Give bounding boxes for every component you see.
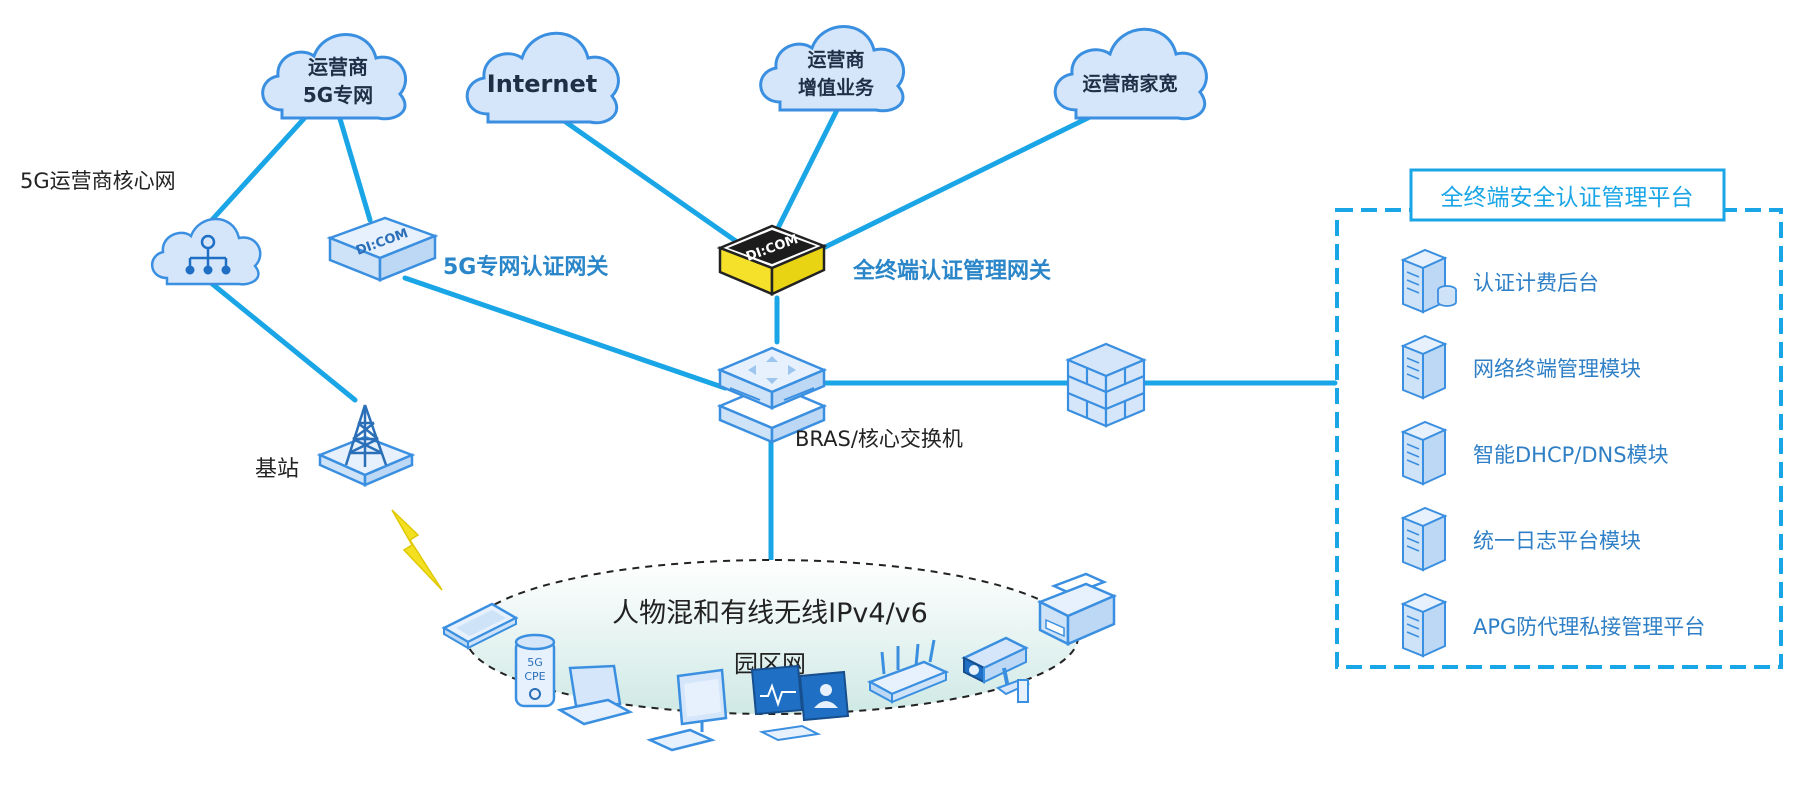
platform-item-label: 统一日志平台模块 [1473, 529, 1641, 553]
cpe-label-line1: 5G [527, 656, 543, 669]
cloud-home-broadband-label: 运营商家宽 [1082, 72, 1177, 95]
monitoring-workstation-icon [750, 664, 850, 742]
gateway-all-terminal-device: DI:COM [716, 224, 828, 296]
server-icon [1400, 592, 1448, 658]
cloud-carrier-5g-line2: 5G专网 [303, 83, 373, 107]
cloud-value-added-line2: 增值业务 [798, 76, 875, 99]
cloud-internet: Internet [465, 31, 620, 125]
security-camera-icon [961, 636, 1031, 703]
platform-title-box [1409, 168, 1726, 222]
cloud-carrier-5g: 运营商 5G专网 [261, 33, 407, 121]
platform-item-label: 网络终端管理模块 [1473, 357, 1641, 381]
platform-item: APG防代理私接管理平台 [1400, 592, 1705, 658]
lightning-icon [391, 509, 443, 591]
link-internet-gateway [557, 115, 763, 261]
gateway-5g-device: DI:COM [326, 216, 439, 282]
firewall-icon [1065, 342, 1147, 428]
cloud-value-added-line1: 运营商 [807, 48, 864, 71]
cloud-internet-label: Internet [487, 70, 597, 98]
base-station-icon [316, 404, 416, 487]
server-icon [1400, 506, 1448, 572]
core-network-label: 5G运营商核心网 [20, 169, 176, 193]
platform-item: 统一日志平台模块 [1400, 506, 1641, 572]
server-icon [1400, 420, 1448, 486]
gateway-all-label: 全终端认证管理网关 [852, 258, 1051, 284]
server-icon [1400, 248, 1457, 314]
platform-item: 网络终端管理模块 [1400, 334, 1641, 400]
bras-label: BRAS/核心交换机 [795, 427, 963, 451]
laptop-icon [556, 664, 634, 726]
platform-item: 认证计费后台 [1400, 248, 1599, 314]
tablet-icon [441, 602, 519, 650]
core-network-cloud-icon [151, 217, 262, 286]
cloud-home-broadband: 运营商家宽 [1053, 27, 1208, 121]
platform-item-label: APG防代理私接管理平台 [1473, 615, 1705, 639]
cloud-value-added: 运营商 增值业务 [759, 25, 905, 113]
bras-core-switch [716, 346, 828, 444]
platform-title: 全终端安全认证管理平台 [1441, 185, 1694, 211]
platform-item-label: 认证计费后台 [1473, 271, 1599, 295]
gateway-5g-label: 5G专网认证网关 [443, 254, 608, 280]
link-5g-cloud-gateway [335, 109, 373, 223]
link-core-cloud-5g [207, 109, 313, 225]
cpe-label-line2: CPE [524, 670, 545, 683]
desktop-pc-icon [646, 668, 728, 752]
link-valueadded-gateway [775, 105, 841, 231]
campus-label-line1: 人物混和有线无线IPv4/v6 [612, 598, 928, 629]
base-station-label: 基站 [255, 457, 299, 482]
printer-icon [1036, 572, 1118, 647]
connection-lines [202, 105, 1338, 563]
link-core-basestation [202, 275, 358, 403]
link-home-gateway [812, 109, 1103, 255]
server-icon [1400, 334, 1448, 400]
cloud-carrier-5g-line1: 运营商 [308, 55, 368, 79]
cpe-5g-icon: 5G CPE [514, 633, 556, 708]
router-icon [866, 639, 950, 704]
platform-item-label: 智能DHCP/DNS模块 [1473, 443, 1669, 467]
platform-item: 智能DHCP/DNS模块 [1400, 420, 1669, 486]
link-gateway5g-bras [402, 275, 728, 391]
